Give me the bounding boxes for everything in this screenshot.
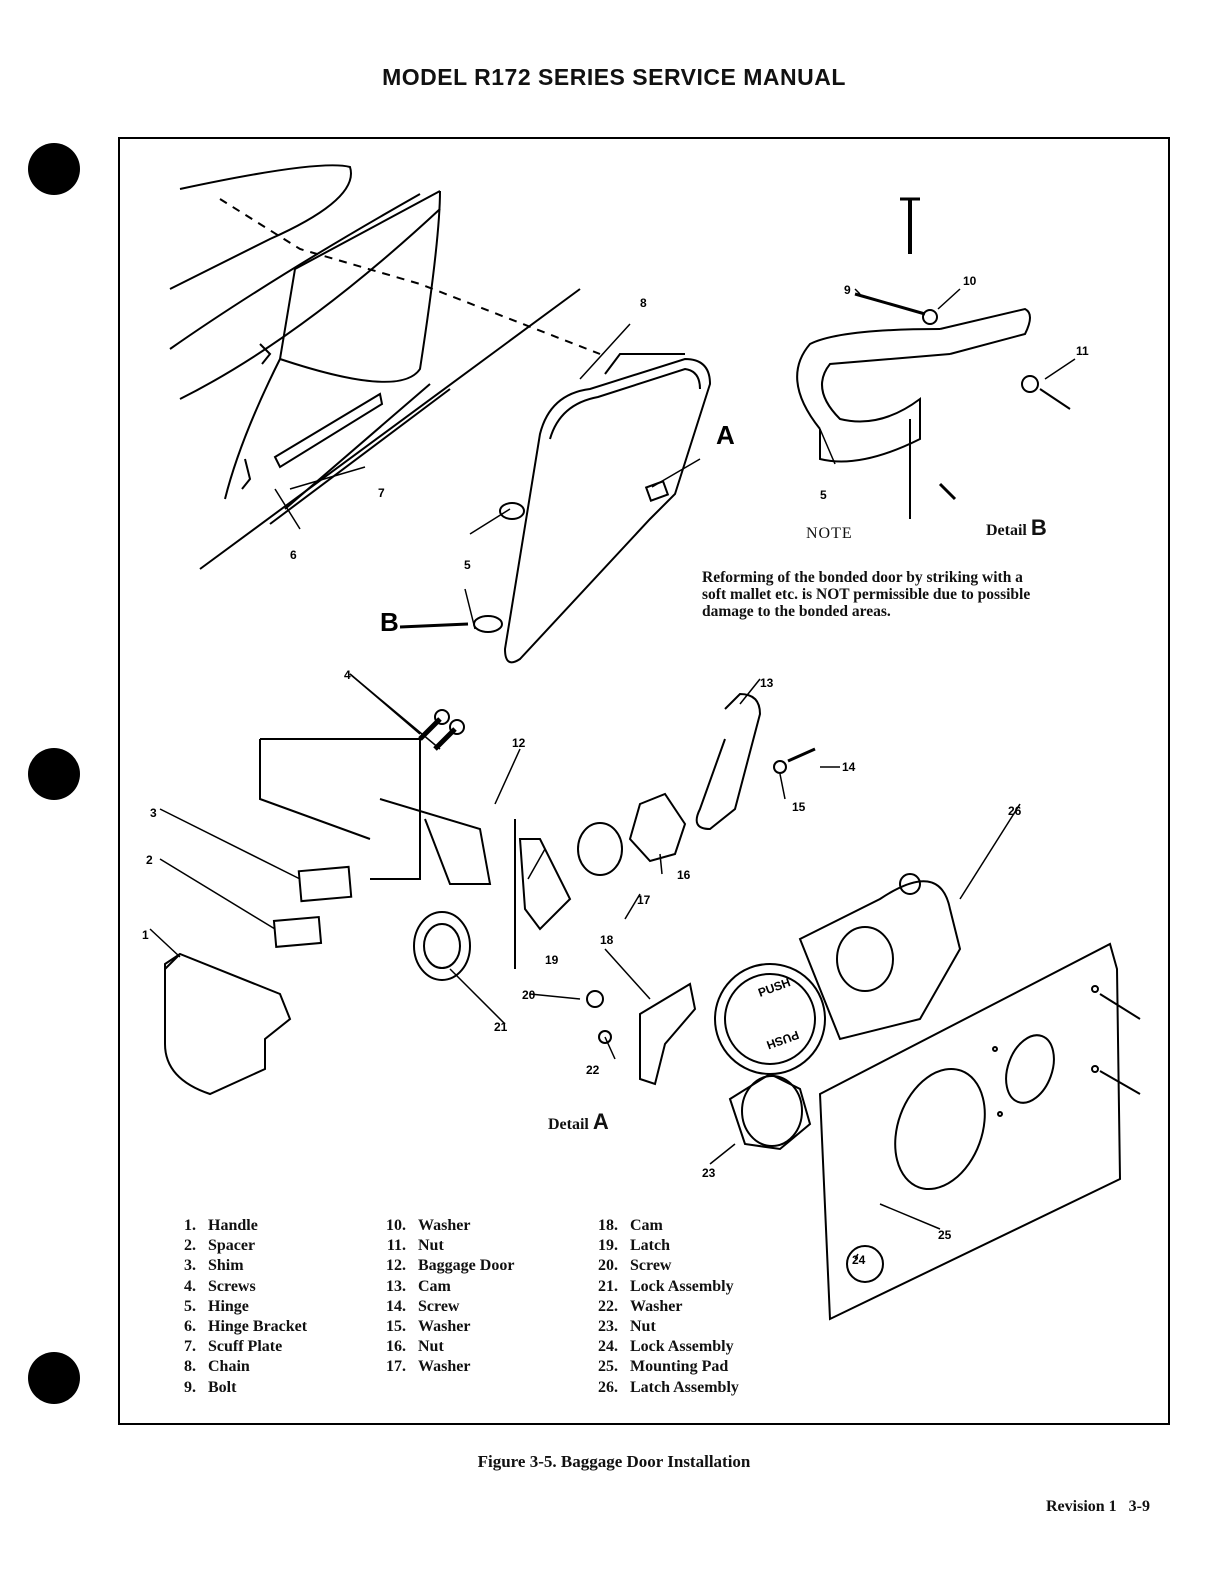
callout-21: 21 — [494, 1020, 508, 1034]
callout-4: 4 — [344, 668, 351, 682]
legend-item: 8.Chain — [184, 1358, 250, 1376]
callout-5a: 5 — [464, 558, 471, 572]
callout-20: 20 — [522, 988, 536, 1002]
callout-18: 18 — [600, 933, 614, 947]
legend-item: 25.Mounting Pad — [598, 1358, 729, 1376]
legend-item: 5.Hinge — [184, 1297, 249, 1315]
parts-legend-col3: 18.Cam 19.Latch 20.Screw 21.Lock Assembl… — [588, 1216, 739, 1398]
legend-item: 17.Washer — [386, 1358, 471, 1376]
legend-item: 26.Latch Assembly — [598, 1378, 739, 1396]
callout-12: 12 — [512, 736, 526, 750]
punch-hole-top — [28, 143, 80, 195]
legend-item: 18.Cam — [598, 1217, 663, 1234]
page-header: MODEL R172 SERIES SERVICE MANUAL — [382, 64, 846, 90]
baggage-door-exploded-drawing: 1 2 3 4 5 5 6 7 8 9 10 11 12 13 14 15 16… — [142, 164, 1141, 1321]
callout-16: 16 — [677, 868, 691, 882]
note-text: Reforming of the bonded door by striking… — [702, 569, 1031, 620]
callout-26: 26 — [1008, 804, 1022, 818]
note-title: NOTE — [806, 525, 853, 542]
lock-and-latch — [413, 692, 816, 1151]
legend-item: 13.Cam — [386, 1277, 451, 1295]
hinge-detail-b — [796, 197, 1071, 519]
baggage-door-panel — [473, 353, 712, 664]
legend-item: 16.Nut — [386, 1338, 444, 1356]
callout-25: 25 — [938, 1228, 952, 1242]
page-footer: Revision 1 3-9 — [1046, 1498, 1150, 1516]
legend-item: 3.Shim — [184, 1257, 244, 1275]
legend-item: 15.Washer — [386, 1318, 471, 1336]
legend-item: 14.Screw — [386, 1297, 460, 1315]
push-label-1: PUSH — [756, 975, 792, 1000]
detail-b-letter: B — [1030, 515, 1047, 540]
punch-hole-bottom — [28, 1352, 80, 1404]
callout-labels: 1 2 3 4 5 5 6 7 8 9 10 11 12 13 14 15 16… — [142, 274, 1089, 1267]
push-label-2: PUSH — [765, 1028, 801, 1053]
callout-letter-a: A — [716, 420, 735, 450]
detail-a-word: Detail — [548, 1116, 589, 1133]
punch-hole-middle — [28, 748, 80, 800]
legend-item: 1.Handle — [184, 1217, 258, 1234]
figure-frame: 1 2 3 4 5 5 6 7 8 9 10 11 12 13 14 15 16… — [118, 137, 1170, 1425]
mounting-pad-25 — [818, 942, 1141, 1321]
legend-item: 2.Spacer — [184, 1237, 256, 1255]
callout-11: 11 — [1076, 344, 1089, 358]
legend-item: 7.Scuff Plate — [184, 1338, 283, 1356]
callout-19: 19 — [545, 953, 559, 967]
detail-b-word: Detail — [986, 522, 1027, 539]
detail-b-label: Detail B — [986, 515, 1047, 541]
callout-23: 23 — [702, 1166, 716, 1180]
parts-legend-col2: 10.Washer 11.Nut 12.Baggage Door 13.Cam … — [376, 1216, 514, 1378]
screws-4 — [418, 709, 465, 751]
callout-5b: 5 — [820, 488, 827, 502]
callout-14: 14 — [842, 760, 856, 774]
legend-item: 19.Latch — [598, 1237, 670, 1255]
callout-letter-b: B — [380, 607, 399, 637]
callout-13: 13 — [760, 676, 774, 690]
callout-22: 22 — [586, 1063, 600, 1077]
fuselage-outline — [169, 164, 601, 570]
revision-label: Revision 1 — [1046, 1498, 1117, 1515]
callout-3: 3 — [150, 806, 157, 820]
legend-item: 9.Bolt — [184, 1378, 237, 1396]
callout-10: 10 — [963, 274, 977, 288]
callout-6: 6 — [290, 548, 297, 562]
leader-lines — [149, 288, 1076, 1260]
legend-item: 21.Lock Assembly — [598, 1277, 734, 1295]
legend-item: 22.Washer — [598, 1297, 683, 1315]
legend-item: 10.Washer — [386, 1217, 471, 1234]
legend-item: 24.Lock Assembly — [598, 1338, 734, 1356]
callout-8: 8 — [640, 296, 647, 310]
legend-item: 4.Screws — [184, 1277, 256, 1295]
parts-legend-col1: 1.Handle 2.Spacer 3.Shim 4.Screws 5.Hing… — [174, 1216, 307, 1398]
callout-9: 9 — [844, 283, 851, 297]
legend-item: 12.Baggage Door — [386, 1257, 515, 1275]
callout-24: 24 — [852, 1253, 866, 1267]
callout-7: 7 — [378, 486, 385, 500]
page-number: 3-9 — [1128, 1498, 1150, 1515]
figure-caption: Figure 3-5. Baggage Door Installation — [477, 1452, 751, 1471]
callout-15: 15 — [792, 800, 806, 814]
handle-spacer-shim — [164, 738, 492, 1096]
detail-a-letter: A — [592, 1109, 609, 1134]
legend-item: 11.Nut — [386, 1237, 444, 1255]
legend-item: 6.Hinge Bracket — [184, 1318, 308, 1336]
legend-item: 23.Nut — [598, 1318, 656, 1336]
legend-item: 20.Screw — [598, 1257, 672, 1275]
latch-assembly-26 — [714, 873, 962, 1075]
callout-17: 17 — [637, 893, 651, 907]
callout-1: 1 — [142, 928, 149, 942]
detail-a-label: Detail A — [548, 1109, 609, 1135]
callout-2: 2 — [146, 853, 153, 867]
